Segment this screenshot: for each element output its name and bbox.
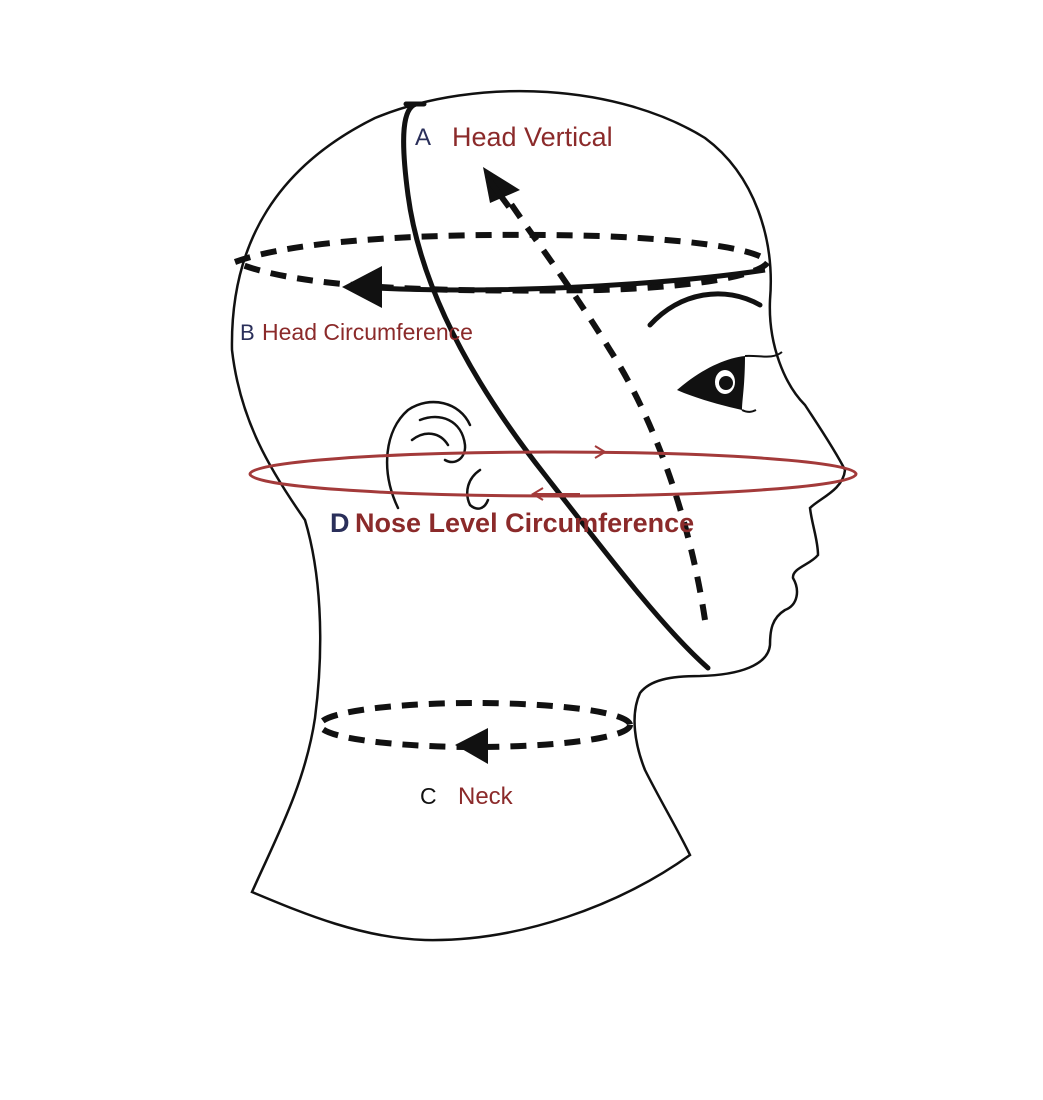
label-a-letter: A — [415, 124, 431, 151]
head-vertical-dashed-line — [505, 195, 705, 620]
head-circumference-arrowhead — [342, 266, 382, 308]
label-c-text: Neck — [458, 783, 514, 810]
head-vertical-arc — [404, 104, 708, 668]
label-d-text: Nose Level Circumference — [355, 508, 694, 538]
neck-arrowhead — [455, 728, 488, 764]
label-b-letter: B — [240, 320, 255, 345]
label-d-letter: D — [330, 508, 350, 538]
label-b-text: Head Circumference — [262, 319, 473, 345]
nose-level-arrow-right — [560, 446, 605, 458]
head-circumference-ring — [235, 235, 768, 291]
eye-icon — [677, 352, 782, 412]
eyebrow — [650, 294, 760, 325]
label-c-letter: C — [420, 783, 437, 809]
nose-level-ring — [250, 452, 856, 496]
label-a-text: Head Vertical — [452, 122, 613, 152]
